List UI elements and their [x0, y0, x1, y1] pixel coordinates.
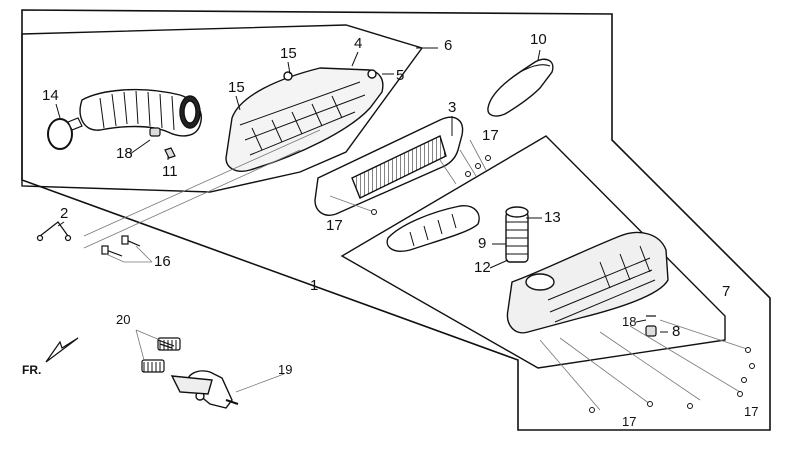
- snorkel-tube-part: [487, 58, 554, 117]
- callout-1: 1: [310, 277, 318, 294]
- airbox-cover-part: [225, 67, 384, 172]
- fasteners-17: [371, 155, 755, 413]
- callout-15-top: 15: [280, 45, 297, 62]
- callout-17-right: 17: [744, 404, 758, 419]
- callout-6: 6: [444, 37, 452, 54]
- callout-4: 4: [354, 35, 362, 52]
- callout-12: 12: [474, 259, 491, 276]
- bracket-19-part: [170, 370, 239, 409]
- callout-18-lower: 18: [622, 314, 636, 329]
- clip-18-part: [149, 127, 176, 159]
- callout-7: 7: [722, 283, 730, 300]
- callout-9: 9: [478, 235, 486, 252]
- callout-19: 19: [278, 362, 292, 377]
- label-ticks: [55, 47, 668, 333]
- front-label: FR.: [22, 363, 41, 377]
- callout-13: 13: [544, 209, 561, 226]
- leader-lines: [83, 129, 751, 411]
- callout-14: 14: [42, 87, 59, 104]
- air-filter-element-part: [314, 116, 464, 216]
- airbox-case-part: [506, 231, 669, 334]
- callouts: 1 2 3 4 5 6 7 8 9 10 11 12 13 14 15 15 1…: [42, 31, 758, 429]
- assembly-1-outline: [21, 9, 771, 431]
- callout-20: 20: [116, 312, 130, 327]
- callout-3: 3: [448, 99, 456, 116]
- connecting-duct-part: [386, 205, 480, 252]
- hose-clamp-part: [47, 117, 83, 150]
- callout-2: 2: [60, 205, 68, 222]
- intake-duct-part: [79, 88, 202, 137]
- front-arrow-icon: [45, 337, 79, 363]
- subassembly-7-outline: [340, 135, 726, 369]
- callout-17-bottom: 17: [622, 414, 636, 429]
- callout-16: 16: [154, 253, 171, 270]
- callout-17-filter: 17: [482, 127, 499, 144]
- bolt-20-parts: [141, 337, 181, 373]
- callout-15-left: 15: [228, 79, 245, 96]
- clip-2-part: [36, 221, 72, 242]
- callout-10: 10: [530, 31, 547, 48]
- screws-16-parts: [101, 235, 141, 257]
- callout-18-top: 18: [116, 145, 133, 162]
- subassembly-6-outline: [21, 24, 424, 193]
- callout-17-lower-left: 17: [326, 217, 343, 234]
- front-direction-indicator: FR.: [22, 337, 79, 377]
- callout-8: 8: [672, 323, 680, 340]
- intake-hose-part: [505, 206, 529, 263]
- drain-plug-part: [645, 315, 657, 337]
- callout-11: 11: [162, 163, 178, 180]
- callout-5: 5: [396, 67, 404, 84]
